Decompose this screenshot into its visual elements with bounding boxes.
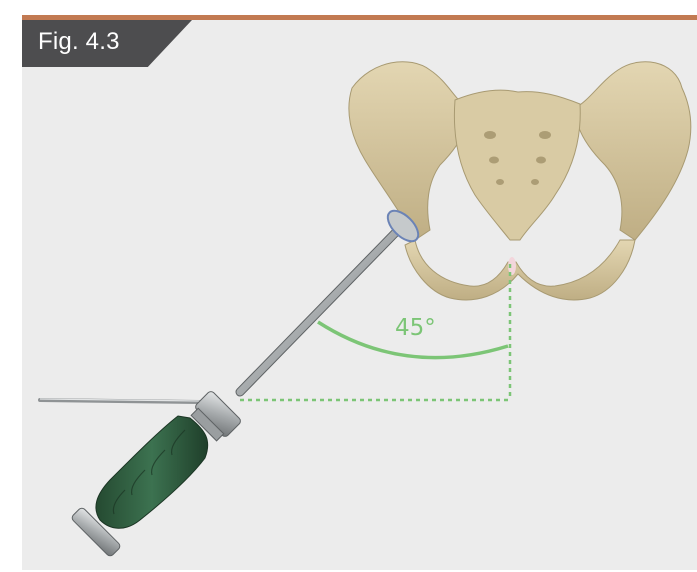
instrument: [40, 205, 424, 557]
pelvis: [349, 62, 691, 300]
sacrum: [454, 90, 580, 240]
pelvis-lower: [405, 240, 635, 300]
angle-guides: 45°: [240, 264, 510, 400]
angle-label: 45°: [395, 315, 436, 341]
pelvis-left-wing: [349, 62, 468, 240]
pelvis-right-wing: [575, 62, 691, 240]
